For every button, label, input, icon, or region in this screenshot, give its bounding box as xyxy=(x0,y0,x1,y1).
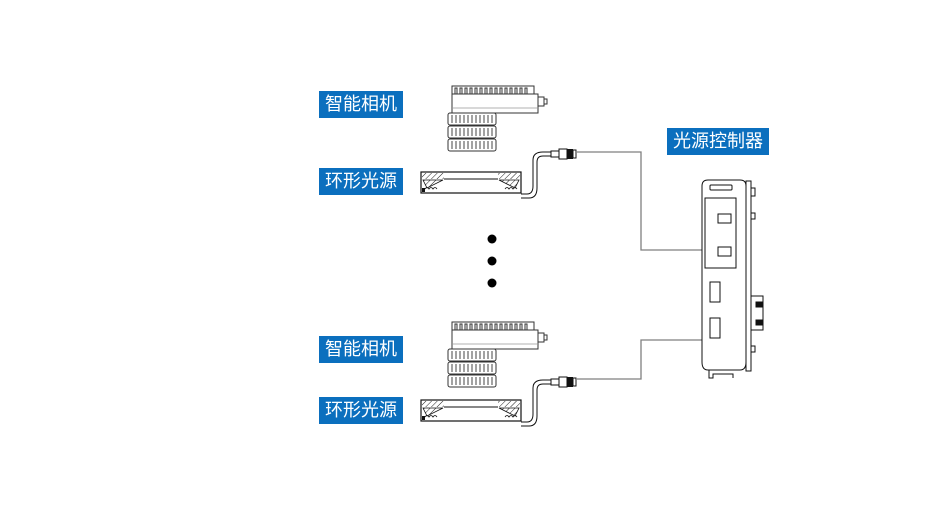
ellipsis-dot-2 xyxy=(487,256,497,266)
light-controller-icon xyxy=(701,179,764,379)
cable-connector-icon-1 xyxy=(520,148,577,199)
ring-light-label-2: 环形光源 xyxy=(319,397,403,424)
camera-label-2: 智能相机 xyxy=(319,336,403,363)
smart-camera-icon-1 xyxy=(447,85,548,152)
controller-label: 光源控制器 xyxy=(667,128,769,155)
ring-light-label-1: 环形光源 xyxy=(319,168,403,195)
connection-line-1 xyxy=(577,151,712,251)
ring-light-icon-1 xyxy=(420,171,522,194)
cable-connector-icon-2 xyxy=(520,376,577,427)
ellipsis-dot-3 xyxy=(487,278,497,288)
smart-camera-icon-2 xyxy=(447,321,548,388)
camera-label-1: 智能相机 xyxy=(319,91,403,118)
ring-light-icon-2 xyxy=(420,399,522,422)
connection-line-2 xyxy=(577,339,712,380)
ellipsis-dot-1 xyxy=(487,234,497,244)
